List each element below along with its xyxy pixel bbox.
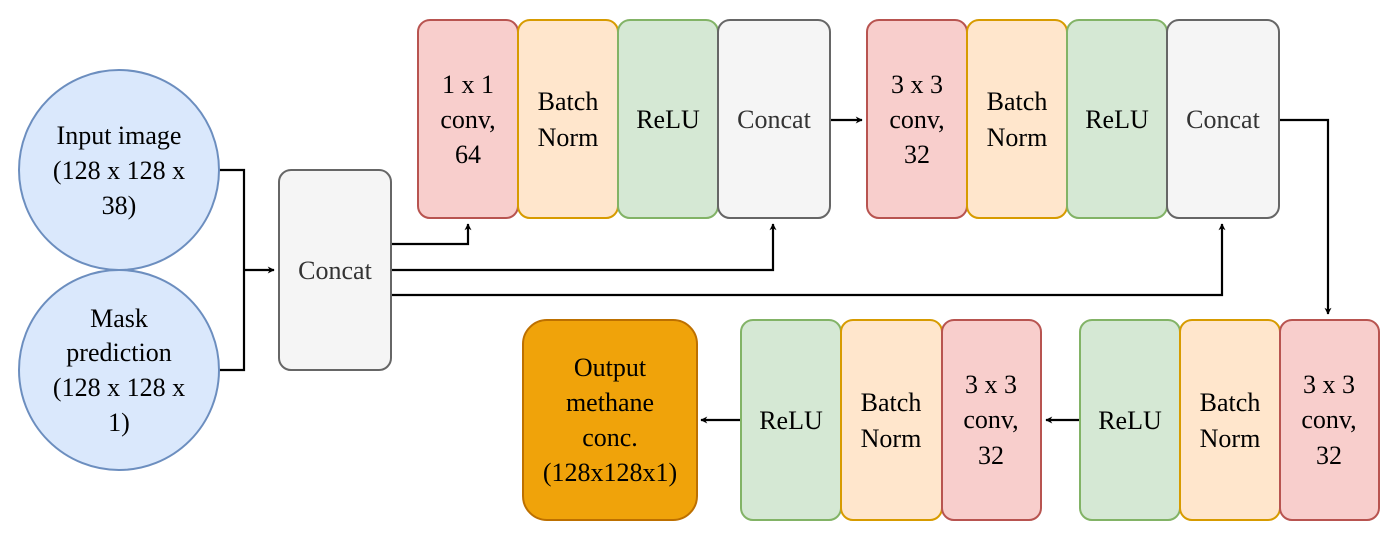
- row2-batchnorm-node: Batch Norm: [966, 19, 1068, 219]
- edge-row2-concat-to-row3: [1279, 118, 1332, 315]
- row1-bn-line2: Norm: [538, 123, 599, 152]
- output-line1: Output: [574, 353, 647, 382]
- row2-concat-label: Concat: [1186, 105, 1260, 134]
- row3-relu-label: ReLU: [1098, 406, 1162, 435]
- output-line3: conc.: [582, 423, 638, 452]
- edge-mask-to-merge: [219, 270, 246, 372]
- edges: [219, 116, 1332, 424]
- row2-relu-label: ReLU: [1085, 105, 1149, 134]
- row4-relu-label: ReLU: [759, 406, 823, 435]
- row1-relu-node: ReLU: [617, 19, 719, 219]
- input-image-line2: (128 x 128 x: [53, 156, 185, 185]
- row4-conv-line1: 3 x 3: [965, 370, 1017, 399]
- row2-bn-line1: Batch: [987, 87, 1048, 116]
- row1-conv-line1: 1 x 1: [442, 70, 494, 99]
- mask-prediction-node: Mask prediction (128 x 128 x 1): [18, 269, 220, 471]
- mask-line1: Mask: [90, 304, 148, 333]
- row3-conv-line1: 3 x 3: [1303, 370, 1355, 399]
- input-image-line3: 38): [102, 191, 137, 220]
- row4-conv-line3: 32: [978, 441, 1004, 470]
- row2-conv-line3: 32: [904, 140, 930, 169]
- row2-concat-node: Concat: [1166, 19, 1280, 219]
- row3-relu-node: ReLU: [1079, 319, 1181, 521]
- row4-relu-node: ReLU: [740, 319, 842, 521]
- row1-concat-node: Concat: [717, 19, 831, 219]
- input-image-node: Input image (128 x 128 x 38): [18, 69, 220, 271]
- row1-conv-line2: conv,: [440, 105, 495, 134]
- output-node: Output methane conc. (128x128x1): [522, 319, 698, 521]
- edge-concat-to-row2-concat: [392, 223, 1226, 297]
- row1-concat-label: Concat: [737, 105, 811, 134]
- input-image-line1: Input image: [57, 121, 182, 150]
- row2-bn-line2: Norm: [987, 123, 1048, 152]
- row1-conv-node: 1 x 1 conv, 64: [417, 19, 519, 219]
- mask-line2: prediction: [66, 338, 171, 367]
- row4-bn-line1: Batch: [861, 388, 922, 417]
- row3-batchnorm-node: Batch Norm: [1179, 319, 1281, 521]
- row3-conv-line3: 32: [1316, 441, 1342, 470]
- row3-bn-line2: Norm: [1200, 424, 1261, 453]
- row4-conv-line2: conv,: [963, 405, 1018, 434]
- row2-relu-node: ReLU: [1066, 19, 1168, 219]
- row1-batchnorm-node: Batch Norm: [517, 19, 619, 219]
- row4-bn-line2: Norm: [861, 424, 922, 453]
- edge-input-image-to-merge: [219, 168, 246, 270]
- row3-conv-node: 3 x 3 conv, 32: [1279, 319, 1380, 521]
- edge-concat-to-conv1x1: [392, 223, 472, 246]
- mask-line3: (128 x 128 x: [53, 373, 185, 402]
- output-line2: methane: [566, 388, 654, 417]
- row1-conv-line3: 64: [455, 140, 481, 169]
- row3-bn-line1: Batch: [1200, 388, 1261, 417]
- row1-bn-line1: Batch: [538, 87, 599, 116]
- concat-main-label: Concat: [298, 256, 372, 285]
- mask-line4: 1): [108, 408, 130, 437]
- concat-main-node: Concat: [278, 169, 392, 371]
- row4-batchnorm-node: Batch Norm: [840, 319, 943, 521]
- row2-conv-line2: conv,: [889, 105, 944, 134]
- row2-conv-line1: 3 x 3: [891, 70, 943, 99]
- row3-conv-line2: conv,: [1301, 405, 1356, 434]
- row2-conv-node: 3 x 3 conv, 32: [866, 19, 968, 219]
- output-line4: (128x128x1): [543, 458, 677, 487]
- row1-relu-label: ReLU: [636, 105, 700, 134]
- edge-concat-to-row1-concat: [392, 223, 777, 272]
- row4-conv-node: 3 x 3 conv, 32: [941, 319, 1042, 521]
